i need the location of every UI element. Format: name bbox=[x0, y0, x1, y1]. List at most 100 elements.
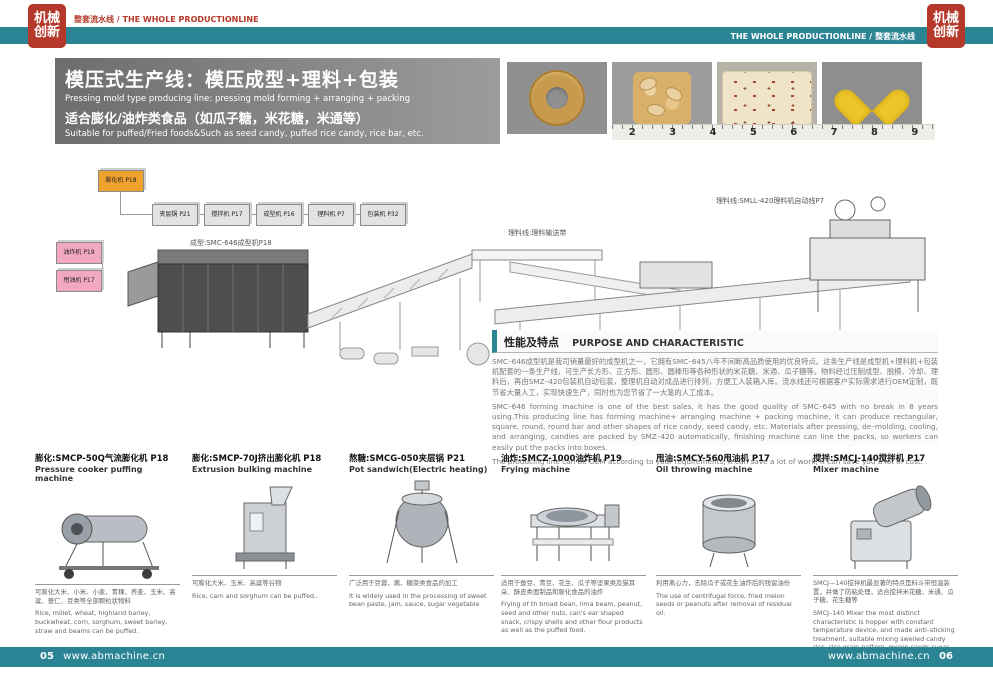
almond bbox=[637, 75, 659, 93]
photo-nut-candy-square bbox=[612, 62, 712, 134]
machine-desc-cn: 可膨化大米、小米、小麦、青稞、荞麦、玉米、高粱、薏仁、豆类等全部颗粒状物料 bbox=[35, 588, 176, 605]
machine-title-cn: 甩油:SMCY-560甩油机 P17 bbox=[656, 454, 770, 464]
seed-candy-ring bbox=[529, 70, 585, 126]
oil-throwing-machine-illustration bbox=[702, 494, 755, 567]
brand-seal-text: 机械创新 bbox=[33, 11, 60, 40]
flow-connector bbox=[120, 214, 390, 215]
machine-title-cn: 膨化:SMCP-70J挤出膨化机 P18 bbox=[192, 454, 322, 464]
machine-title-en: Frying machine bbox=[501, 465, 571, 474]
machine-desc-en: Rice, millet, wheat, highland barley, bu… bbox=[35, 609, 168, 635]
header-tagline-left: 整套流水线 / THE WHOLE PRODUCTIONLINE bbox=[74, 15, 259, 24]
nut-candy-square bbox=[633, 72, 691, 124]
divider bbox=[813, 575, 958, 576]
machine-card-pot: 熬糖:SMCG-050夹层锅 P21 Pot sandwich(Electric… bbox=[349, 452, 494, 609]
purpose-body-en-2: The producing line can be OEM according … bbox=[492, 456, 924, 466]
footer-left: 05 www.abmachine.cn bbox=[34, 651, 165, 662]
divider bbox=[35, 584, 180, 585]
brand-seal-text: 机械创新 bbox=[932, 11, 959, 40]
flow-box-mixer: 搅拌机 P17 bbox=[204, 204, 250, 226]
header-bar bbox=[0, 27, 993, 44]
rice-bar bbox=[722, 71, 812, 125]
ruler-number: 4 bbox=[709, 127, 717, 138]
photo-seed-candy-ring bbox=[507, 62, 607, 134]
machine-title-cn: 熬糖:SMCG-050夹层锅 P21 bbox=[349, 454, 465, 464]
flow-connector bbox=[102, 242, 103, 280]
divider bbox=[349, 575, 494, 576]
ruler-number: 3 bbox=[669, 127, 677, 138]
divider bbox=[192, 575, 337, 576]
page-subtitle-cn: 适合膨化/油炸类食品（如瓜子糖，米花糖，米通等） bbox=[65, 112, 369, 127]
purpose-body-en: SMC–646 forming machine is one of the be… bbox=[492, 401, 938, 452]
page-number-right: 06 bbox=[939, 651, 953, 662]
flow-box-puffing: 膨化机 P18 bbox=[98, 170, 144, 192]
machine-title-cn: 膨化:SMCP-50Q气流膨化机 P18 bbox=[35, 454, 169, 464]
header-tagline-right: THE WHOLE PRODUCTIONLINE / 整套流水线 bbox=[730, 32, 915, 41]
ruler-number: 6 bbox=[790, 127, 798, 138]
machine-card-puffing: 膨化:SMCP-50Q气流膨化机 P18 Pressure cooker puf… bbox=[35, 452, 180, 635]
machine-desc-cn: 利用离心力，去除瓜子或花生油炸后的残留油份 bbox=[656, 579, 791, 587]
almond bbox=[663, 84, 685, 104]
machine-card-extrusion: 膨化:SMCP-70J挤出膨化机 P18 Extrusion bulking m… bbox=[192, 452, 337, 600]
machine-title-cn: 油炸:SMCZ-1000油炸机 P19 bbox=[501, 454, 622, 464]
machine-title-en: Oil throwing machine bbox=[656, 465, 753, 474]
purpose-title-row: 性能及特点 PURPOSE AND CHARACTERISTIC bbox=[492, 330, 938, 353]
line-drawing bbox=[127, 196, 926, 366]
page-title-en: Pressing mold type producing line: press… bbox=[65, 94, 411, 104]
label-forming-machine: 成型:SMC-646成型机P18 bbox=[190, 239, 272, 247]
machine-desc-cn: SMCJ—140搅拌机最显著的特点是料斗带恒温装置，并做了防粘处理，适合搅拌米花… bbox=[813, 579, 954, 605]
flow-box-forming: 成型机 P16 bbox=[256, 204, 302, 226]
footer-bar bbox=[0, 647, 993, 667]
purpose-body-cn: SMC–646成型机是我司销量最好的成型机之一，它拥有SMC–645八年不间断高… bbox=[492, 357, 938, 397]
machine-desc-en: It is widely used in the processing of s… bbox=[349, 591, 487, 609]
machine-card-oil-throwing: 甩油:SMCY-560甩油机 P17 Oil throwing machine … bbox=[656, 452, 801, 618]
ruler-number: 5 bbox=[749, 127, 757, 138]
brand-seal-top-left: 机械创新 bbox=[28, 4, 66, 48]
extrusion-machine-illustration bbox=[235, 486, 294, 569]
purpose-title-cn: 性能及特点 bbox=[504, 336, 559, 349]
ruler-number: 7 bbox=[830, 127, 838, 138]
machine-title-en: Pressure cooker puffing machine bbox=[35, 465, 143, 483]
machine-desc-en: The use of centrifugal force, fried melo… bbox=[656, 591, 792, 617]
photo-rice-bar bbox=[717, 62, 817, 134]
machine-photo bbox=[349, 476, 494, 572]
machine-photo bbox=[35, 485, 180, 581]
website-url-left[interactable]: www.abmachine.cn bbox=[63, 651, 166, 662]
ruler-number: 8 bbox=[870, 127, 878, 138]
machine-desc-cn: 适用于蚕豆、青豆、花生、瓜子等坚果类及猫耳朵、酥皮类面制品和膨化食品的油炸 bbox=[501, 579, 636, 596]
brand-seal-top-right: 机械创新 bbox=[927, 4, 965, 48]
production-line-diagram: 膨化机 P18 夹层锅 P21 搅拌机 P17 成型机 P16 理料机 P7 包… bbox=[40, 150, 955, 400]
purpose-box: 性能及特点 PURPOSE AND CHARACTERISTIC SMC–646… bbox=[492, 330, 938, 466]
purpose-title-en: PURPOSE AND CHARACTERISTIC bbox=[572, 338, 744, 349]
divider bbox=[656, 575, 801, 576]
footer-right: www.abmachine.cn 06 bbox=[828, 651, 959, 662]
machine-photo bbox=[501, 476, 646, 572]
title-block: 模压式生产线：模压成型+理料+包装 Pressing mold type pro… bbox=[55, 58, 500, 144]
machine-card-frying: 油炸:SMCZ-1000油炸机 P19 Frying machine 适用于蚕豆… bbox=[501, 452, 646, 635]
machine-desc-en: Frying of th broad bean, lima beam, pean… bbox=[501, 600, 643, 635]
flow-connector bbox=[120, 190, 121, 214]
ruler-number: 9 bbox=[911, 127, 919, 138]
machine-title-cn: 搅拌:SMCJ-140搅拌机 P17 bbox=[813, 454, 926, 464]
machine-desc-cn: 广泛用于豆蓉、酱、糖菜类食品的加工 bbox=[349, 579, 458, 587]
jacketed-pot-illustration bbox=[386, 480, 457, 563]
flow-box-packing: 包装机 P32 bbox=[360, 204, 406, 226]
machine-desc-cn: 可膨化大米、玉米、高粱等谷物 bbox=[192, 579, 282, 587]
machine-photo bbox=[813, 476, 958, 572]
machine-title-en: Mixer machine bbox=[813, 465, 880, 474]
page-number-left: 05 bbox=[40, 651, 54, 662]
mixer-machine-illustration bbox=[850, 484, 931, 569]
machine-title-en: Extrusion bulking machine bbox=[192, 465, 313, 474]
millet-candy-heart bbox=[849, 74, 895, 116]
machine-photo bbox=[656, 476, 801, 572]
website-url-right[interactable]: www.abmachine.cn bbox=[827, 651, 930, 662]
machine-title-en: Pot sandwich(Electric heating) bbox=[349, 465, 488, 474]
photo-millet-heart bbox=[822, 62, 922, 134]
almond bbox=[646, 102, 666, 118]
page-title-cn: 模压式生产线：模压成型+理料+包装 bbox=[65, 69, 399, 91]
machine-card-mixer: 搅拌:SMCJ-140搅拌机 P17 Mixer machine SMCJ—14… bbox=[813, 452, 958, 661]
flow-box-pot: 夹层锅 P21 bbox=[152, 204, 198, 226]
ruler-number: 2 bbox=[628, 127, 636, 138]
machine-photo bbox=[192, 476, 337, 572]
flow-box-oil-throwing: 甩油机 P17 bbox=[56, 270, 102, 292]
